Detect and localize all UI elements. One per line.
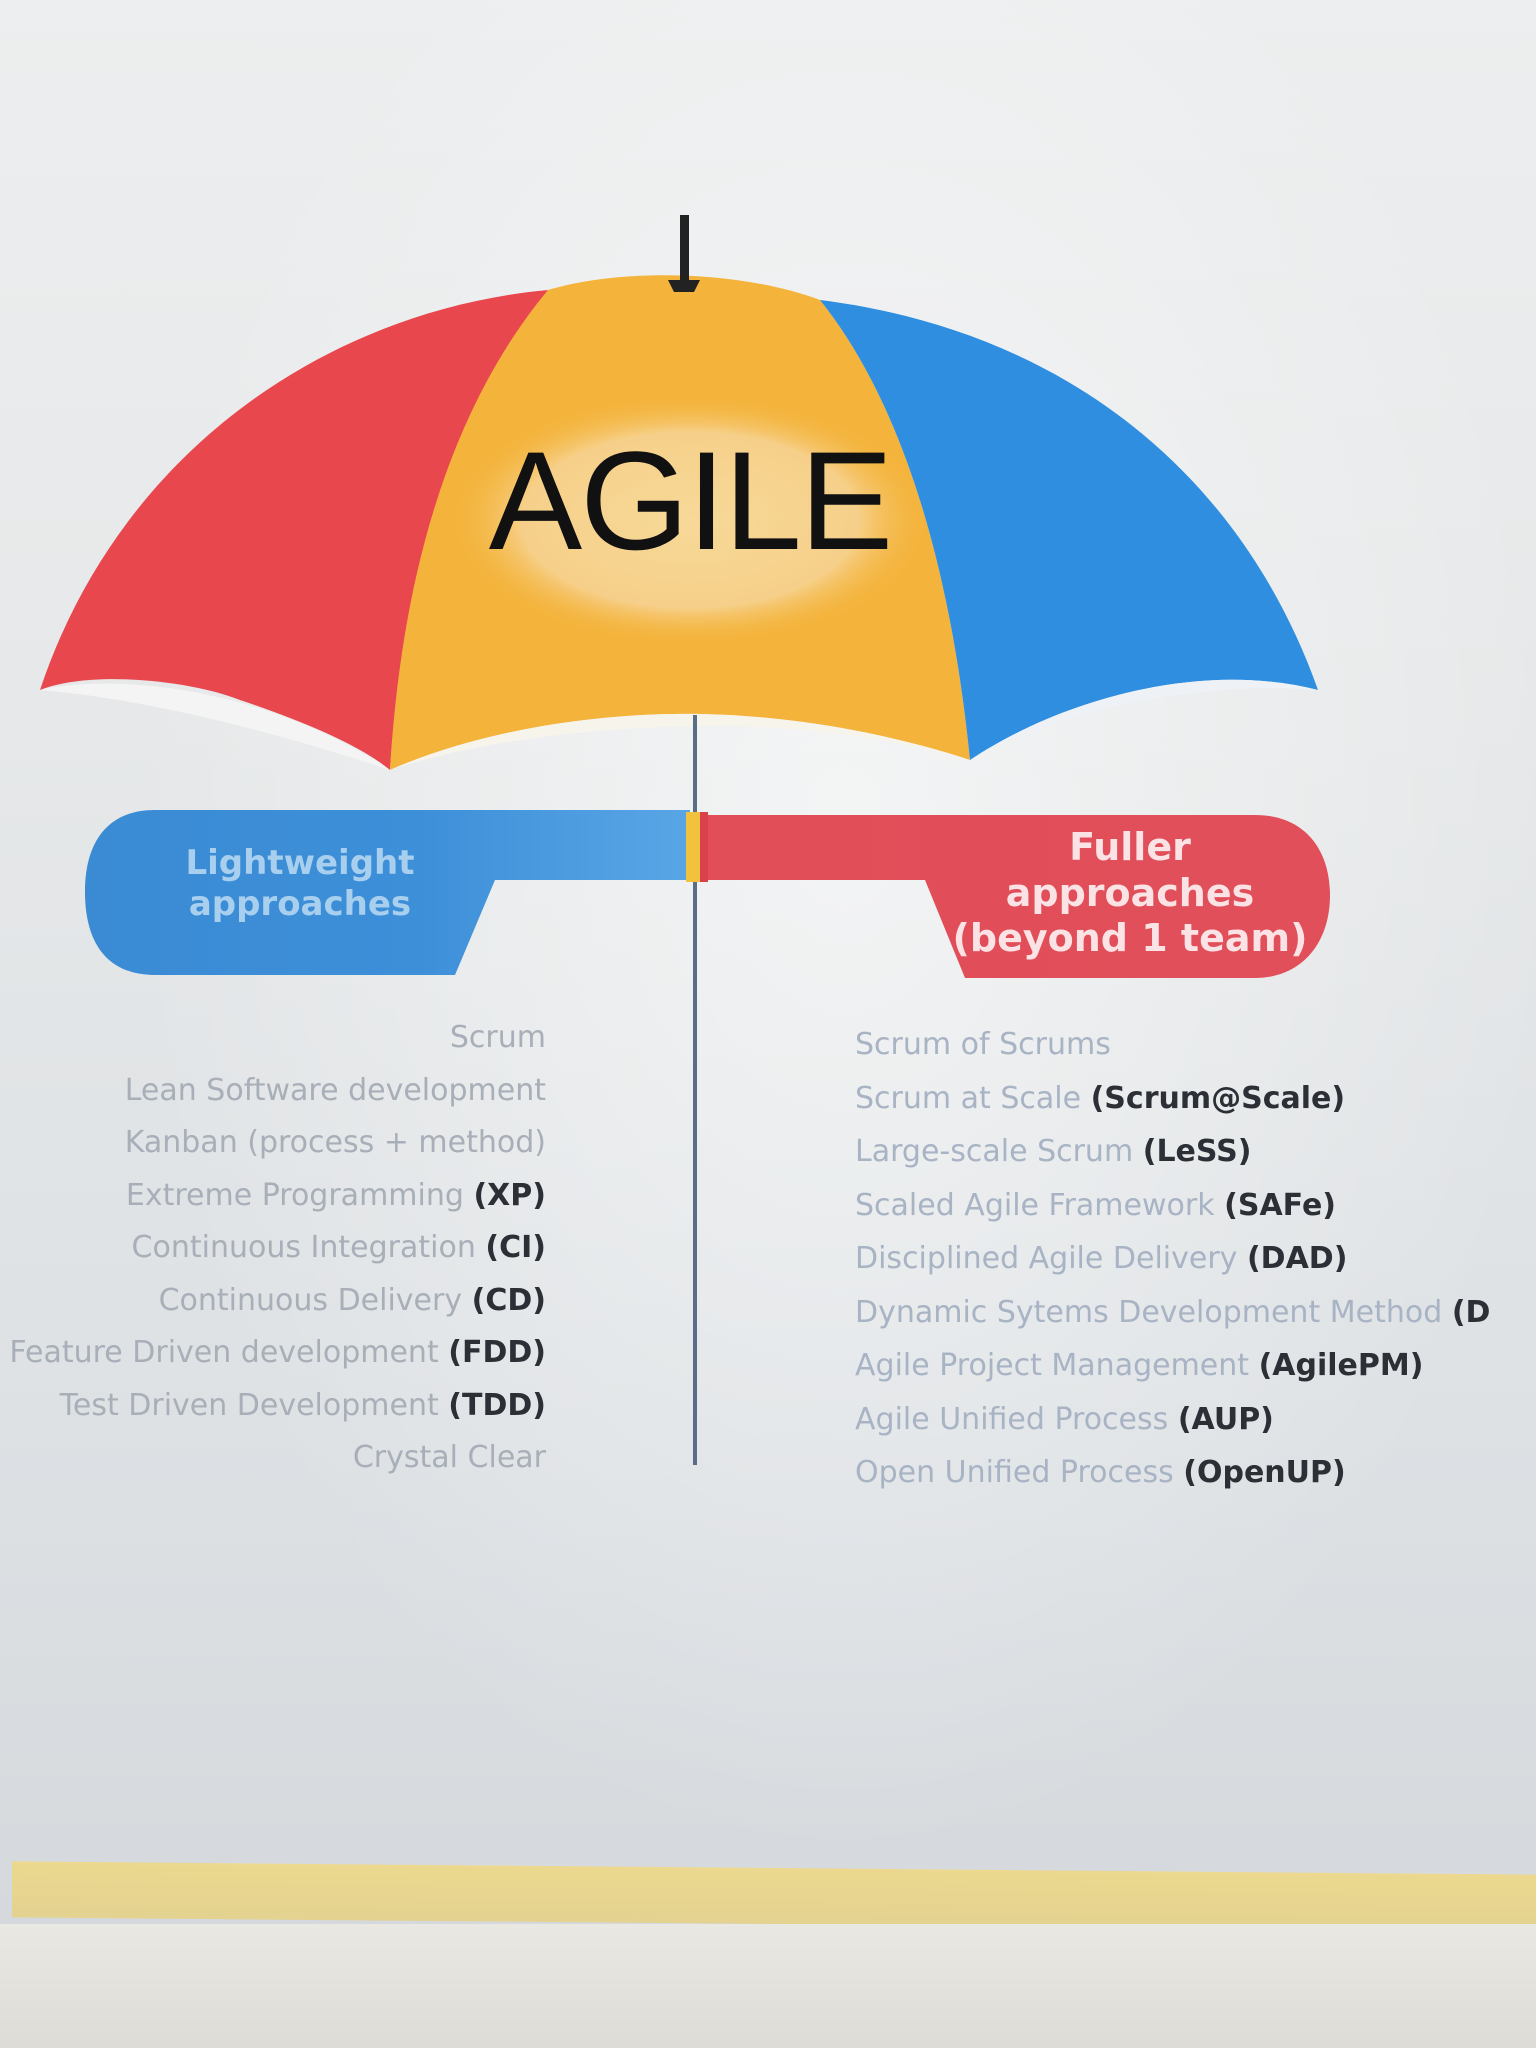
pill-connector-red [700,812,708,882]
list-item: Agile Unified Process (AUP) [855,1401,1274,1437]
canopy-underside-center [390,713,970,770]
list-item: Test Driven Development (TDD) [59,1387,546,1423]
left-pill-shape [85,810,690,975]
lightweight-approaches-label: Lightweight approaches [185,843,415,924]
list-item: Dynamic Sytems Development Method (D [855,1294,1491,1330]
list-item: Scrum of Scrums [855,1027,1111,1062]
list-item: Continuous Integration (CI) [131,1230,546,1265]
fuller-approaches-label: Fuller approaches (beyond 1 team) [952,825,1308,961]
list-item: Crystal Clear [352,1440,546,1475]
list-item: Feature Driven development (FDD) [9,1335,546,1370]
canopy-blue-panel [820,300,1318,760]
bottom-band [0,1924,1536,2048]
list-item: Continuous Delivery (CD) [158,1282,546,1318]
umbrella-tip-base [668,280,700,292]
fuller-approaches-list: Scrum of Scrums Scrum at Scale (Scrum@Sc… [855,1018,1536,1500]
right-pill-shape [700,815,1330,978]
list-item: Lean Software development [124,1072,546,1108]
umbrella-pole [693,715,697,1465]
list-item: Large-scale Scrum (LeSS) [855,1134,1252,1169]
list-item: Scrum at Scale (Scrum@Scale) [855,1080,1346,1116]
canopy-highlight [450,395,930,645]
list-item: Open Unified Process (OpenUP) [855,1455,1346,1490]
canopy-red-panel [40,290,548,770]
list-item: Kanban (process + method) [124,1125,546,1160]
canopy-underside-right [970,679,1318,760]
lightweight-approaches-list: Scrum Lean Software development Kanban (… [9,1012,546,1485]
umbrella-tip [680,215,689,280]
agile-title: AGILE [488,422,893,579]
list-item: Extreme Programming (XP) [125,1177,546,1213]
list-item: Scaled Agile Framework (SAFe) [855,1187,1337,1223]
canopy-underside-left [40,683,390,770]
list-item: Scrum [449,1020,546,1055]
list-item: Agile Project Management (AgilePM) [855,1348,1424,1383]
list-item: Disciplined Agile Delivery (DAD) [855,1241,1348,1276]
